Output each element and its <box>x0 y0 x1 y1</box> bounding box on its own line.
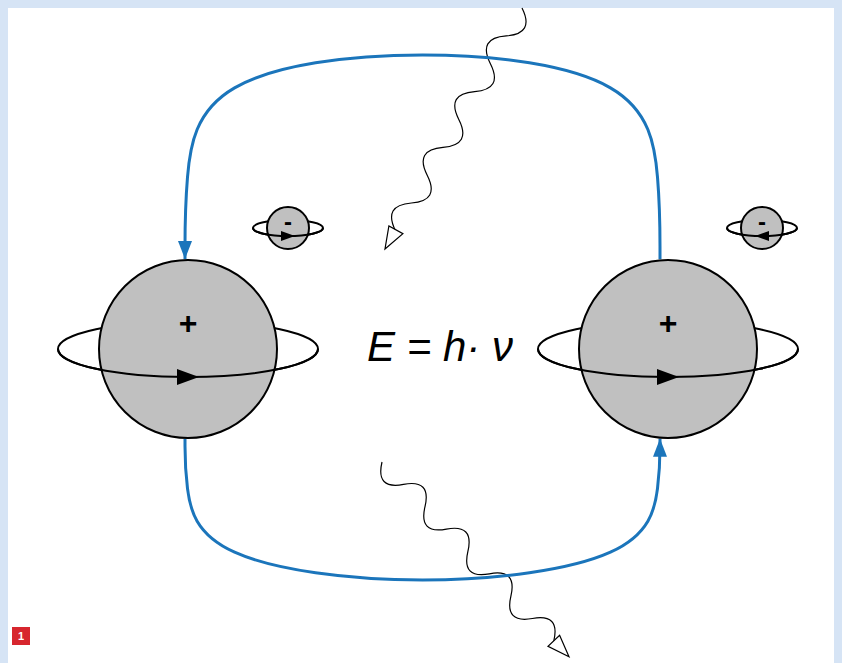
particle-body <box>267 207 309 249</box>
photon-arrowhead <box>385 226 403 249</box>
photon-wave <box>381 462 555 641</box>
charge-sign: - <box>758 208 766 236</box>
spin-arrowhead <box>657 369 679 385</box>
energy-formula: E = h· ν <box>367 323 513 371</box>
nucleus-circle: + <box>578 259 758 439</box>
charge-sign: + <box>659 305 678 342</box>
electron-circle: - <box>740 206 784 250</box>
spin-orbit-front <box>538 349 798 377</box>
nucleus-circle-shape <box>98 259 278 439</box>
particle-body <box>579 260 757 438</box>
charge-sign: + <box>179 305 198 342</box>
figure-ground <box>8 8 834 663</box>
callout-number: 1 <box>18 630 24 642</box>
nucleus-circle-shape <box>578 259 758 439</box>
charge-sign: - <box>284 208 292 236</box>
particle-body <box>99 260 277 438</box>
nucleus-circle: + <box>98 259 278 439</box>
photon-arrowhead <box>548 635 569 656</box>
number-badge <box>12 627 30 645</box>
particle-body <box>741 207 783 249</box>
electron-circle: - <box>266 206 310 250</box>
spin-arrowhead <box>177 369 199 385</box>
spin-orbit-front <box>58 349 318 377</box>
transition-arrow <box>185 55 660 259</box>
photon-wave <box>392 8 526 231</box>
transition-arrow <box>185 439 660 580</box>
figure-number: 1 <box>12 627 30 645</box>
